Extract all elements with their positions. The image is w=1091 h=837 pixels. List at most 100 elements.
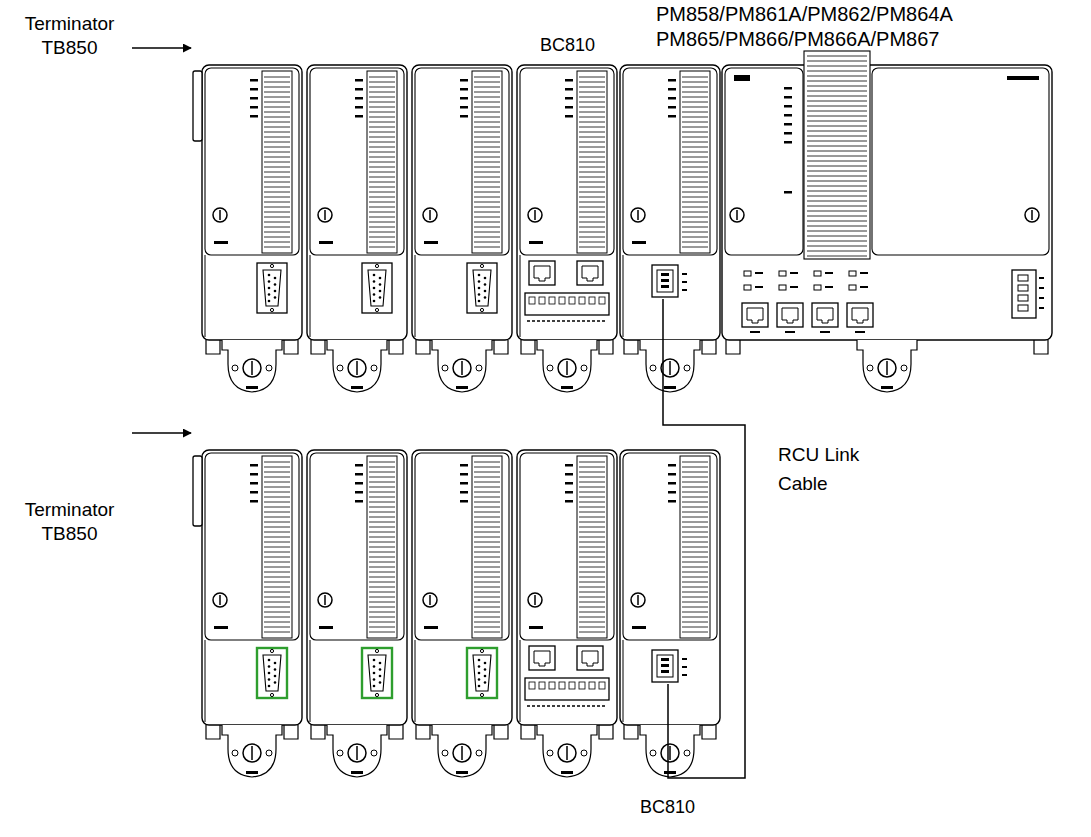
tab-hole: [266, 750, 272, 756]
vent-slot: [264, 607, 290, 608]
screw-slot: [219, 210, 221, 220]
pin-mark: [682, 273, 687, 275]
status-led: [668, 106, 676, 109]
vent-slot: [579, 77, 605, 78]
screw-slot: [429, 595, 431, 605]
tab-hole: [581, 365, 587, 371]
status-led: [460, 79, 468, 82]
vent-slot: [579, 632, 605, 633]
vent-slot: [369, 547, 395, 548]
vent-slot: [264, 587, 290, 588]
vent-slot: [369, 602, 395, 603]
port-mark: [750, 331, 760, 333]
vent-slot: [682, 132, 708, 133]
vent-slot: [369, 477, 395, 478]
terminal: [579, 297, 585, 304]
vent-slot: [682, 492, 708, 493]
vent-slot: [474, 197, 500, 198]
vent-slot: [264, 592, 290, 593]
vent-slot: [264, 537, 290, 538]
vent-slot: [474, 112, 500, 113]
type-mark: [424, 241, 438, 244]
vent-slot: [474, 552, 500, 553]
vent-slot: [474, 612, 500, 613]
front-cover: [310, 453, 404, 640]
rcu-pin: [661, 285, 669, 288]
vent-slot: [369, 162, 395, 163]
screw-slot: [669, 361, 671, 375]
screw-slot: [429, 210, 431, 220]
vent-slot: [579, 517, 605, 518]
vent-slot: [369, 167, 395, 168]
type-mark: [319, 241, 333, 244]
dsub-pin: [373, 678, 376, 681]
rj45-socket: [534, 266, 550, 281]
screw: [348, 744, 366, 762]
vent-slot: [264, 222, 290, 223]
vent-slot: [579, 197, 605, 198]
vent-slot: [264, 512, 290, 513]
terminal: [579, 682, 585, 689]
status-led: [250, 79, 258, 82]
dsub-shell: [257, 648, 287, 698]
tab-hole: [232, 365, 238, 371]
rj45-socket: [582, 651, 598, 666]
front-cover: [205, 68, 299, 255]
status-led: [250, 106, 258, 109]
vent-slot: [369, 77, 395, 78]
vent-slot: [369, 532, 395, 533]
dsub-screw: [270, 308, 273, 311]
vent-slot: [579, 227, 605, 228]
status-led: [460, 106, 468, 109]
mounting-foot: [726, 340, 740, 354]
vent-slot: [474, 617, 500, 618]
vent-slot: [682, 577, 708, 578]
tab-mark: [456, 386, 468, 389]
dsub-pin: [268, 678, 271, 681]
screw: [558, 744, 576, 762]
vent-slot: [682, 622, 708, 623]
vent-slot: [369, 142, 395, 143]
vent-slot: [682, 472, 708, 473]
vent-strip: [577, 71, 607, 253]
vent-slot: [579, 102, 605, 103]
vent-slot: [807, 201, 867, 202]
dsub-face: [473, 270, 491, 306]
vent-slot: [264, 547, 290, 548]
status-led: [668, 79, 676, 82]
rj45-port: [577, 646, 603, 670]
mounting-foot: [494, 725, 508, 739]
base-edge: [415, 640, 416, 722]
vent-slot: [264, 622, 290, 623]
status-led: [460, 482, 468, 485]
tab-hole: [232, 750, 238, 756]
mounting-foot: [389, 340, 403, 354]
status-led: [355, 491, 363, 494]
vent-slot: [474, 177, 500, 178]
vent-slot: [682, 517, 708, 518]
dsub-pin: [373, 672, 376, 675]
type-mark: [632, 241, 646, 244]
dsub-pin: [274, 662, 277, 665]
locking-tab: [222, 340, 282, 392]
dsub-pin: [274, 675, 277, 678]
port-mark: [855, 331, 865, 333]
vent-slot: [682, 462, 708, 463]
vent-slot: [264, 207, 290, 208]
tab-hole: [337, 365, 343, 371]
dsub-pin: [373, 280, 376, 283]
vent-strip: [472, 456, 502, 638]
status-led: [565, 88, 573, 91]
port-led: [814, 271, 821, 276]
dsub-pin: [484, 290, 487, 293]
vent-slot: [264, 162, 290, 163]
rcu-connector: [652, 650, 678, 682]
vent-slot: [807, 66, 867, 67]
vent-slot: [474, 107, 500, 108]
pin-mark: [1039, 297, 1044, 299]
vent-slot: [474, 522, 500, 523]
status-led: [250, 88, 258, 91]
tab-hole: [371, 365, 377, 371]
tab-mark: [351, 386, 363, 389]
